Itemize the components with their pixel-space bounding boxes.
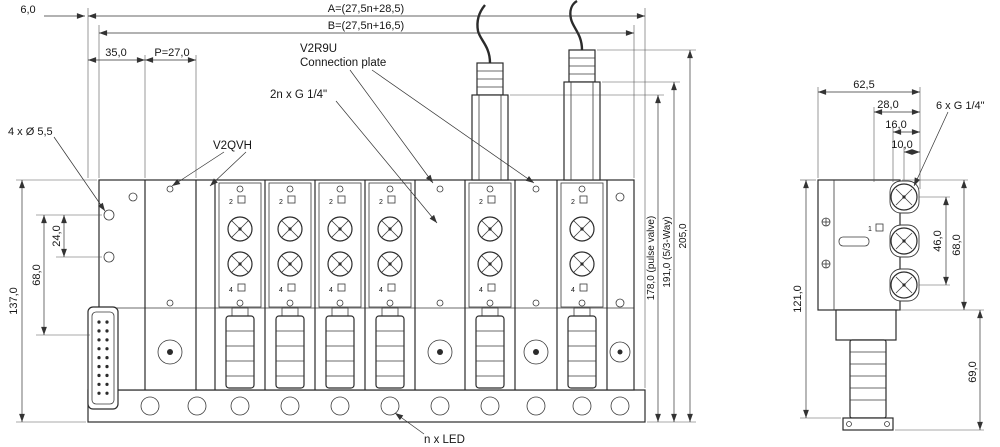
side-screws <box>821 217 831 269</box>
right-end-plate <box>609 192 631 363</box>
side-view-labels: 62,5 28,0 16,0 10,0 6 x G 1/4" 46,0 68,0… <box>792 79 985 383</box>
dim-label-pitch: P=27,0 <box>154 47 189 59</box>
front-view: 2 4 2 4 <box>87 0 646 423</box>
silencer <box>475 307 505 389</box>
port-2-label: 2 <box>571 199 575 206</box>
side-view-dimensions <box>800 87 984 431</box>
side-body <box>817 179 901 311</box>
port-2-label: 2 <box>479 199 483 206</box>
port-4-label: 4 <box>329 287 333 294</box>
v2r9u-label: V2R9U <box>300 43 337 55</box>
dim-label-46: 46,0 <box>932 230 944 251</box>
silencer <box>375 307 405 389</box>
dim-label-16: 16,0 <box>885 119 906 131</box>
solenoid-body <box>563 81 601 181</box>
port-4-label: 4 <box>279 287 283 294</box>
silencer <box>325 307 355 389</box>
multipole-connector <box>87 306 119 410</box>
dim-label-121: 121,0 <box>792 285 804 313</box>
dim-label-35: 35,0 <box>105 47 126 59</box>
dim-label-137: 137,0 <box>8 287 20 315</box>
port-1-label: 1 <box>868 226 872 233</box>
dim-label-69: 69,0 <box>967 361 979 382</box>
led-label: n x LED <box>424 434 465 446</box>
connection-plate-station <box>427 185 453 365</box>
connection-plate-label: Connection plate <box>300 57 386 69</box>
side-slot <box>838 236 870 247</box>
led-holes <box>140 396 630 416</box>
dim-label-6: 6,0 <box>20 4 35 16</box>
port-2-label: 2 <box>379 199 383 206</box>
side-ports-label: 6 x G 1/4" <box>936 100 985 112</box>
v2qvh-label: V2QVH <box>213 140 252 152</box>
port-2-label: 2 <box>279 199 283 206</box>
port-1-symbol <box>875 223 884 232</box>
side-port <box>890 183 918 211</box>
station-dividers <box>144 180 608 390</box>
blank-station <box>157 185 183 365</box>
dim-label-62-5: 62,5 <box>853 79 874 91</box>
port-2-label: 2 <box>229 199 233 206</box>
port-4-label: 4 <box>571 287 575 294</box>
dim-label-24: 24,0 <box>51 225 63 246</box>
front-view-dimensions <box>16 8 696 435</box>
dim-label-28: 28,0 <box>877 99 898 111</box>
valve-station: 2 4 <box>218 182 262 308</box>
pulse-valve: 2 4 <box>468 4 512 308</box>
dim-label-191: 191,0 (5/3-Way) <box>662 216 673 287</box>
dim-label-68: 68,0 <box>31 264 43 285</box>
port-4-label: 4 <box>479 287 483 294</box>
ports-label: 2n x G 1/4" <box>270 89 327 101</box>
silencer <box>225 307 255 389</box>
side-view <box>817 179 920 431</box>
cable <box>476 4 492 64</box>
valve-station: 2 4 <box>268 182 312 308</box>
side-port <box>890 271 918 299</box>
dim-label-B: B=(27,5n+16,5) <box>328 20 404 32</box>
port-4-label: 4 <box>379 287 383 294</box>
dim-label-side-68: 68,0 <box>951 234 963 255</box>
five-three-way-valve: 2 4 <box>560 0 604 308</box>
cable <box>569 0 584 51</box>
valve-station: 2 4 <box>368 182 412 308</box>
dim-label-178: 178,0 (pulse valve) <box>646 216 657 301</box>
dim-label-A: A=(27,5n+28,5) <box>328 3 404 15</box>
port-4-label: 4 <box>229 287 233 294</box>
front-view-labels: A=(27,5n+28,5) B=(27,5n+16,5) 6,0 35,0 P… <box>8 3 689 446</box>
solenoid-body <box>471 94 509 181</box>
silencer <box>275 307 305 389</box>
manifold-body <box>98 179 635 391</box>
side-bottom-valve <box>835 309 897 431</box>
connection-plate-station <box>523 185 549 365</box>
dim-label-10: 10,0 <box>891 139 912 151</box>
dim-label-205: 205,0 <box>678 223 689 248</box>
port-2-label: 2 <box>329 199 333 206</box>
holes-label: 4 x Ø 5,5 <box>8 126 53 138</box>
side-port <box>890 227 918 255</box>
valve-station: 2 4 <box>318 182 362 308</box>
silencer <box>567 307 597 389</box>
base-plate <box>87 389 646 423</box>
left-end-plate <box>103 192 138 263</box>
